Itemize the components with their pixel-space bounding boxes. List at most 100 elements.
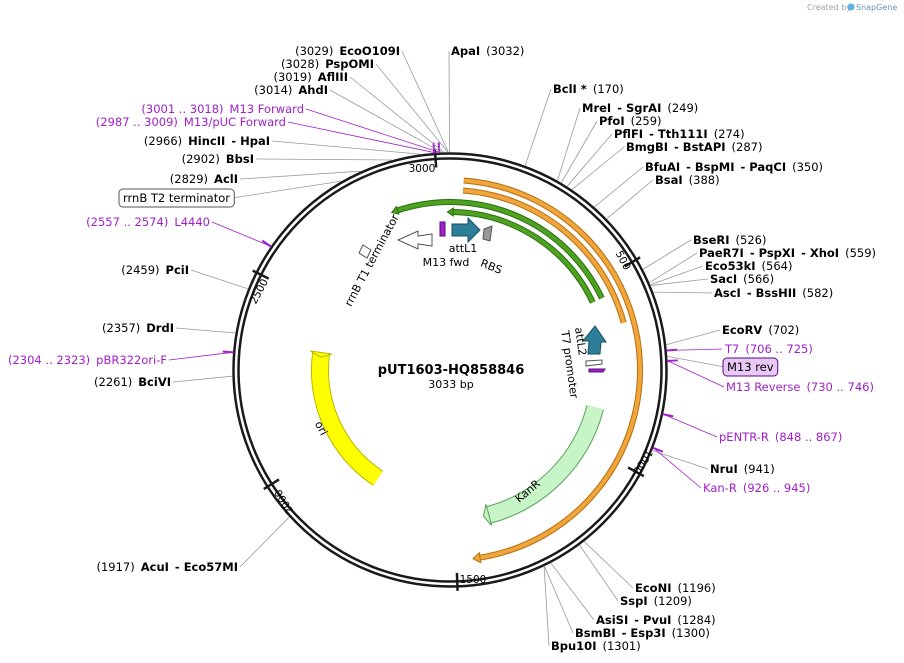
site-label-text: MreI- SgrAI(249) bbox=[582, 101, 698, 115]
site-2987-3009-m13-puc-forward: (2987 .. 3009)M13/pUC Forward bbox=[96, 115, 286, 129]
primer-text: Kan-R bbox=[703, 481, 737, 495]
enzyme-name: AcuI bbox=[141, 560, 169, 574]
enzyme-name: - Esp3I bbox=[622, 626, 666, 640]
site-nrui-941: NruI(941) bbox=[710, 462, 775, 476]
ruler-tick-500 bbox=[623, 256, 641, 268]
site-rrnb-t2-terminator: rrnB T2 terminator bbox=[118, 188, 235, 208]
site-3019-afliii: (3019)AflIII bbox=[273, 70, 348, 84]
leader-line bbox=[606, 179, 654, 220]
t7-promoter-icon bbox=[585, 359, 603, 367]
leader-line bbox=[305, 108, 440, 153]
m13-rev-primer-icon bbox=[588, 368, 606, 373]
site-position: (1284) bbox=[677, 613, 715, 627]
enzyme-name: AscI bbox=[714, 286, 741, 300]
ruler-tick-2000 bbox=[263, 478, 280, 491]
site-label-text: (2902)BbsI bbox=[182, 152, 254, 166]
site-position: (2829) bbox=[170, 172, 208, 186]
site-sspi-1209: SspI(1209) bbox=[620, 594, 692, 608]
site-paer7i-pspxi-xhoi-559: PaeR7I- PspXI- XhoI(559) bbox=[699, 246, 876, 260]
leader-line bbox=[524, 88, 552, 166]
leader-line bbox=[172, 375, 233, 383]
enzyme-name: SacI bbox=[710, 272, 737, 286]
enzyme-name: PaeR7I bbox=[699, 246, 744, 260]
green-att-arrowhead-inner bbox=[446, 207, 454, 217]
primer-text: pBR322ori-F bbox=[96, 353, 167, 367]
site-asci-bsshii-582: AscI - BssHII (582) bbox=[714, 286, 833, 300]
feature-label-m13-fwd: M13 fwd bbox=[423, 256, 470, 269]
snapgene-logo-icon bbox=[847, 3, 855, 11]
site-position: (702) bbox=[768, 323, 799, 337]
backbone-inner-ring bbox=[237, 157, 663, 583]
enzyme-name: - PvuI bbox=[634, 613, 671, 627]
leader-line bbox=[667, 355, 726, 368]
enzyme-name: - BstAPI bbox=[674, 140, 726, 154]
site-bfuai-bspmi-paqci-350: BfuAI- BspMI- PaqCI(350) bbox=[645, 160, 823, 174]
site-3028-pspomi: (3028)PspOMI bbox=[281, 57, 374, 71]
enzyme-name: AflIII bbox=[318, 70, 348, 84]
ori-arrowhead bbox=[310, 350, 333, 358]
leader-line bbox=[375, 63, 449, 153]
leader-line bbox=[239, 170, 361, 180]
site-2261-bcivi: (2261)BciVI bbox=[94, 375, 171, 389]
site-asisi-pvui-1284: AsiSI- PvuI(1284) bbox=[596, 613, 716, 627]
attl1-icon bbox=[451, 216, 481, 244]
site-label-text: rrnB T2 terminator bbox=[123, 191, 230, 205]
leader-line bbox=[666, 329, 721, 346]
leader-line bbox=[329, 89, 442, 153]
site-m13-reverse-730-746: M13 Reverse(730 .. 746) bbox=[726, 380, 874, 394]
ruler-label-2000: 2000 bbox=[272, 487, 296, 516]
map-center: pUT1603-HQ858846 3033 bp bbox=[378, 363, 525, 391]
site-pfoi-259: PfoI(259) bbox=[599, 114, 662, 128]
site-label-text: BclI *(170) bbox=[553, 82, 624, 96]
green-att-arc-outer-outline bbox=[396, 199, 605, 300]
site-label-text: BsmBI - Esp3I (1300) bbox=[575, 626, 710, 640]
green-att-arc-inner bbox=[453, 210, 595, 304]
enzyme-name: - HpaI bbox=[231, 134, 270, 148]
backbone bbox=[232, 152, 668, 588]
leader-line bbox=[579, 545, 619, 602]
enzyme-name: - BspMI bbox=[686, 160, 734, 174]
ori-arc bbox=[312, 351, 383, 485]
leader-line bbox=[561, 120, 598, 183]
site-label-text: (3028)PspOMI bbox=[281, 57, 374, 71]
site-position: (170) bbox=[593, 82, 624, 96]
leader-line bbox=[211, 221, 271, 247]
enzyme-name: BsmBI bbox=[575, 626, 616, 640]
enzyme-name: MreI bbox=[582, 101, 611, 115]
ruler-label-1500: 1500 bbox=[460, 574, 487, 586]
kanr-arrowhead bbox=[482, 504, 493, 526]
site-position: (566) bbox=[743, 272, 774, 286]
site-2459-pcii: (2459)PciI bbox=[121, 263, 189, 277]
site-position: (1196) bbox=[677, 581, 715, 595]
site-position: (564) bbox=[762, 259, 793, 273]
site-position: (526) bbox=[736, 233, 767, 247]
site-econi-1196: EcoNI(1196) bbox=[635, 581, 716, 595]
enzyme-name: - BssHII bbox=[747, 286, 796, 300]
feature-label-ori: ori bbox=[312, 419, 330, 438]
ruler-label-500: 500 bbox=[613, 249, 633, 272]
primer-text: pENTR-R bbox=[719, 430, 769, 444]
leader-line bbox=[401, 50, 449, 153]
site-labels: (3029)EcoO109I(3028)PspOMI(3019)AflIII(3… bbox=[8, 44, 876, 653]
site-position: (1300) bbox=[672, 626, 710, 640]
site-position: (259) bbox=[631, 114, 662, 128]
site-bpu10i-1301: Bpu10I(1301) bbox=[551, 639, 641, 653]
leader-line bbox=[667, 360, 725, 388]
primer-text: (730 .. 746) bbox=[806, 380, 874, 394]
leader-line bbox=[667, 348, 723, 351]
brand-text: SnapGene bbox=[856, 3, 897, 12]
site-2966-hincii-hpai: (2966)HincII- HpaI bbox=[144, 134, 270, 148]
leader-line bbox=[544, 566, 574, 634]
leader-line bbox=[557, 107, 581, 181]
attl2-icon bbox=[581, 325, 607, 355]
enzyme-name: Eco53kI bbox=[705, 259, 756, 273]
site-position: (582) bbox=[802, 286, 833, 300]
ruler-label-1000: 1000 bbox=[630, 447, 655, 476]
site-label-text: (3014)AhdI bbox=[254, 83, 328, 97]
leader-line bbox=[650, 265, 704, 286]
site-label-text: (2829)AclI bbox=[170, 172, 238, 186]
site-position: (274) bbox=[714, 127, 745, 141]
site-label-text: (3001 .. 3018)M13 Forward bbox=[141, 102, 304, 116]
plasmid-size: 3033 bp bbox=[428, 378, 473, 391]
site-2357-drdi: (2357)DrdI bbox=[102, 321, 174, 335]
